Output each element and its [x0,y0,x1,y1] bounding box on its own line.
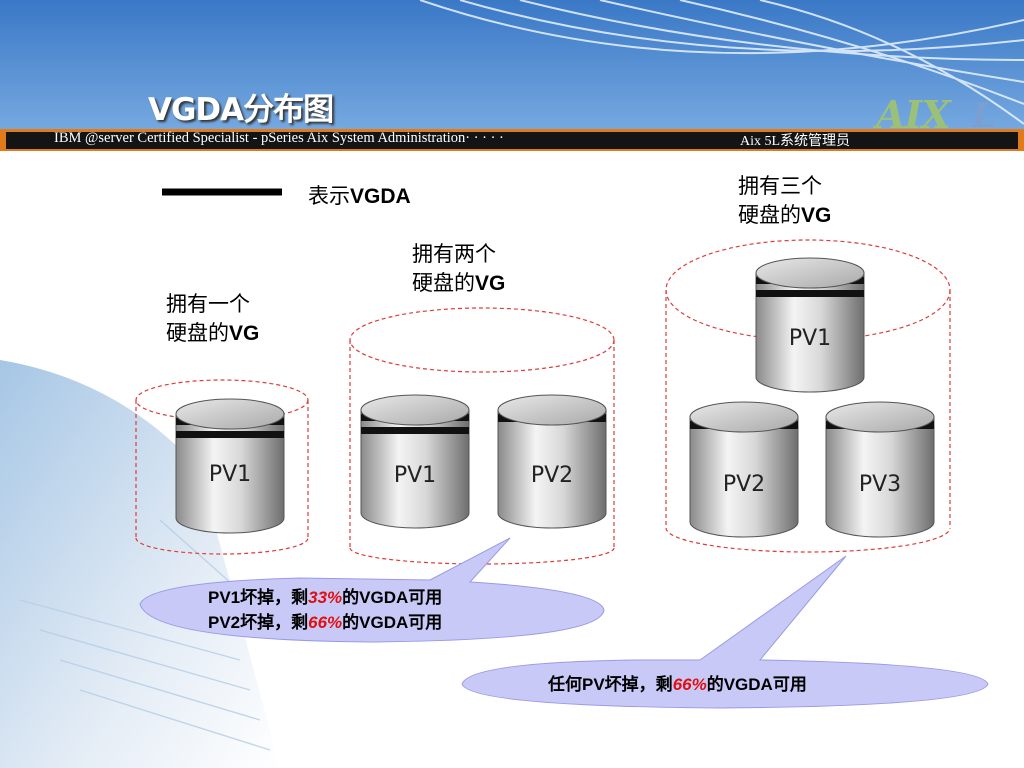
callout-three-disk-line1: 任何PV坏掉，剩66%的VGDA可用 [548,675,807,694]
callout-two-disk-text: PV1坏掉，剩33%的VGDA可用 PV2坏掉，剩66%的VGDA可用 [208,585,442,635]
disk-label-g3-pv1: PV1 [788,326,832,351]
legend-term: VGDA [350,185,411,208]
group-one-line2-prefix: 硬盘的 [166,322,229,345]
group-three-label: 拥有三个 硬盘的VG [738,172,831,230]
callout-two-disk-line2: PV2坏掉，剩66%的VGDA可用 [208,613,443,632]
group-one-line1: 拥有一个 [166,293,250,316]
banner-left-text: IBM @server Certified Specialist - pSeri… [54,130,504,146]
group-two-line2-term: VG [475,272,506,295]
disk-label-g3-pv3: PV3 [858,472,902,497]
group-two-line1: 拥有两个 [412,243,496,266]
disk-g3-pv1 [755,257,865,393]
pct-33: 33% [308,588,343,607]
slide-title: VGDA分布图 [148,92,334,128]
legend-prefix: 表示 [308,185,350,208]
disk-label-g2-pv2: PV2 [530,463,574,488]
group-three-line2-prefix: 硬盘的 [738,204,801,227]
group-one-label: 拥有一个 硬盘的VG [166,290,259,348]
pct-66-a: 66% [308,613,343,632]
legend-label: 表示VGDA [308,180,411,210]
callout-three-disk-shape [461,555,989,709]
disk-g3-pv3 [825,401,935,538]
callout-three-disk-text: 任何PV坏掉，剩66%的VGDA可用 [548,672,807,697]
callout-two-disk-line1: PV1坏掉，剩33%的VGDA可用 [208,588,443,607]
disk-label-g2-pv1: PV1 [393,463,437,488]
disk-label-g3-pv2: PV2 [722,472,766,497]
aix-logo-suffix: L [972,96,996,136]
group-three-line1: 拥有三个 [738,175,822,198]
vg-outline-three [665,239,951,553]
disk-g1-pv1 [175,398,285,534]
group-three-line2-term: VG [801,204,832,227]
banner-right-text: Aix 5L系统管理员 [740,134,851,149]
group-one-line2-term: VG [229,322,260,345]
disk-g2-pv1 [360,394,470,529]
disk-label-g1-pv1: PV1 [208,462,252,487]
callout-two-disk-shape [139,537,605,643]
group-two-line2-prefix: 硬盘的 [412,272,475,295]
pct-66-b: 66% [672,675,707,694]
group-two-label: 拥有两个 硬盘的VG [412,240,505,298]
disk-g3-pv2 [689,401,799,538]
aix-logo: AIX [876,92,951,137]
disk-g2-pv2 [497,394,607,529]
